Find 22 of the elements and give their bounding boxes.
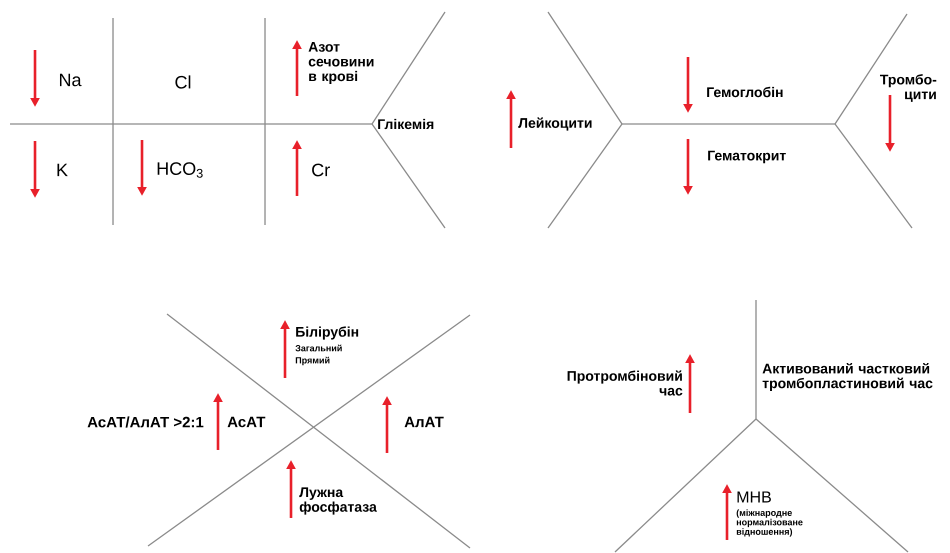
label: Лейкоцити [518, 117, 592, 131]
label: K [57, 164, 68, 176]
label: Загальний [295, 344, 342, 352]
label: Cr [312, 164, 330, 176]
label: МНВ [738, 491, 771, 502]
label: АлАТ [404, 416, 444, 428]
label: (міжнародне нормалізоване відношення) [736, 509, 803, 537]
label: Глікемія [378, 118, 434, 130]
label: АсАТ/АлАТ >2:1 [88, 416, 204, 428]
label: HCO$_{3}$ [158, 162, 203, 178]
label: Азот сечовини в крові [308, 42, 374, 84]
label: АсАТ [228, 416, 266, 428]
label: Na [60, 74, 82, 86]
label: Тромбо- цити [880, 74, 936, 102]
label: Активований частковий тромбопластиновий час [762, 362, 933, 391]
label: Прямий [296, 356, 330, 366]
label: Лужна фосфатаза [299, 487, 377, 515]
label: Протромбіновий час [568, 370, 682, 396]
label: Гематокрит [708, 150, 786, 164]
label: Білірубін [296, 326, 358, 340]
label: Cl [175, 75, 190, 89]
label: Гемоглобін [707, 86, 783, 98]
